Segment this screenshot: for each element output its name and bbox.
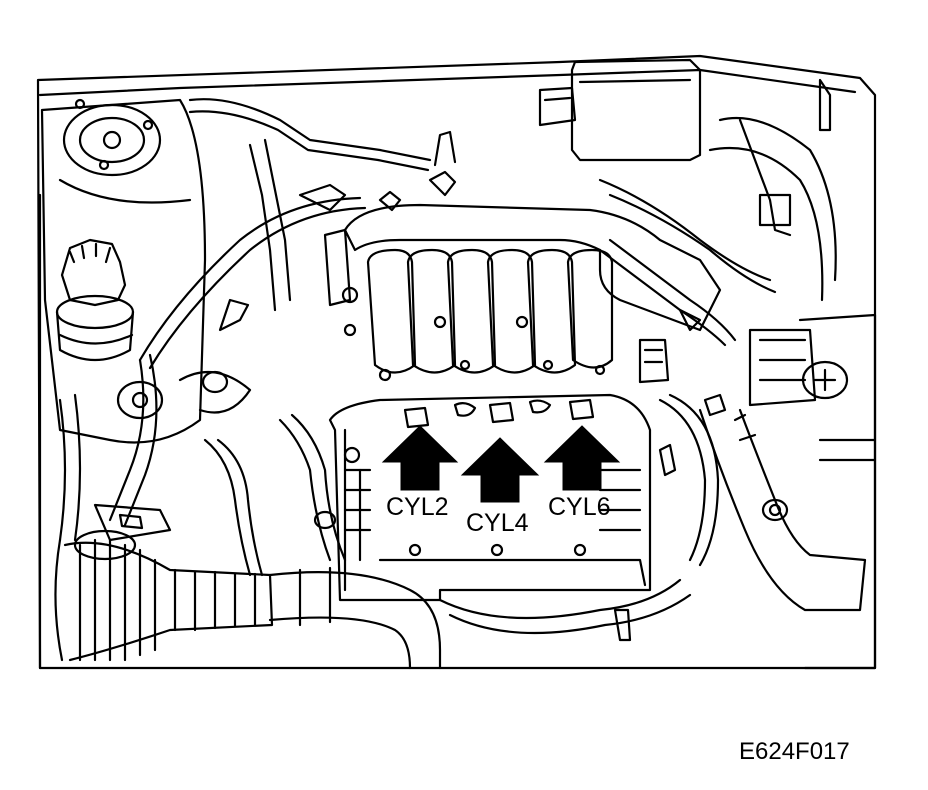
battery bbox=[798, 313, 877, 670]
fuse-box bbox=[538, 58, 702, 162]
corrugated-intake-tube bbox=[54, 529, 274, 662]
cylinder-arrows bbox=[381, 425, 621, 503]
coolant-reservoir bbox=[40, 98, 207, 444]
arrow-cyl6 bbox=[543, 425, 621, 491]
valve-cover bbox=[328, 393, 652, 602]
lower-radiator-hose bbox=[268, 571, 442, 670]
cyl2-label: CYL2 bbox=[386, 493, 449, 521]
oil-filler-cap bbox=[55, 238, 135, 361]
arrow-cyl2 bbox=[381, 425, 459, 491]
cyl4-label: CYL4 bbox=[466, 509, 529, 537]
figure-code: E624F017 bbox=[739, 738, 850, 765]
intake-plenum bbox=[323, 203, 722, 382]
upper-radiator-hose bbox=[698, 408, 867, 612]
air-intake-hose bbox=[598, 248, 727, 347]
arrow-cyl4 bbox=[460, 437, 540, 503]
cyl6-label: CYL6 bbox=[548, 493, 611, 521]
hood-inner-edge bbox=[38, 68, 857, 97]
